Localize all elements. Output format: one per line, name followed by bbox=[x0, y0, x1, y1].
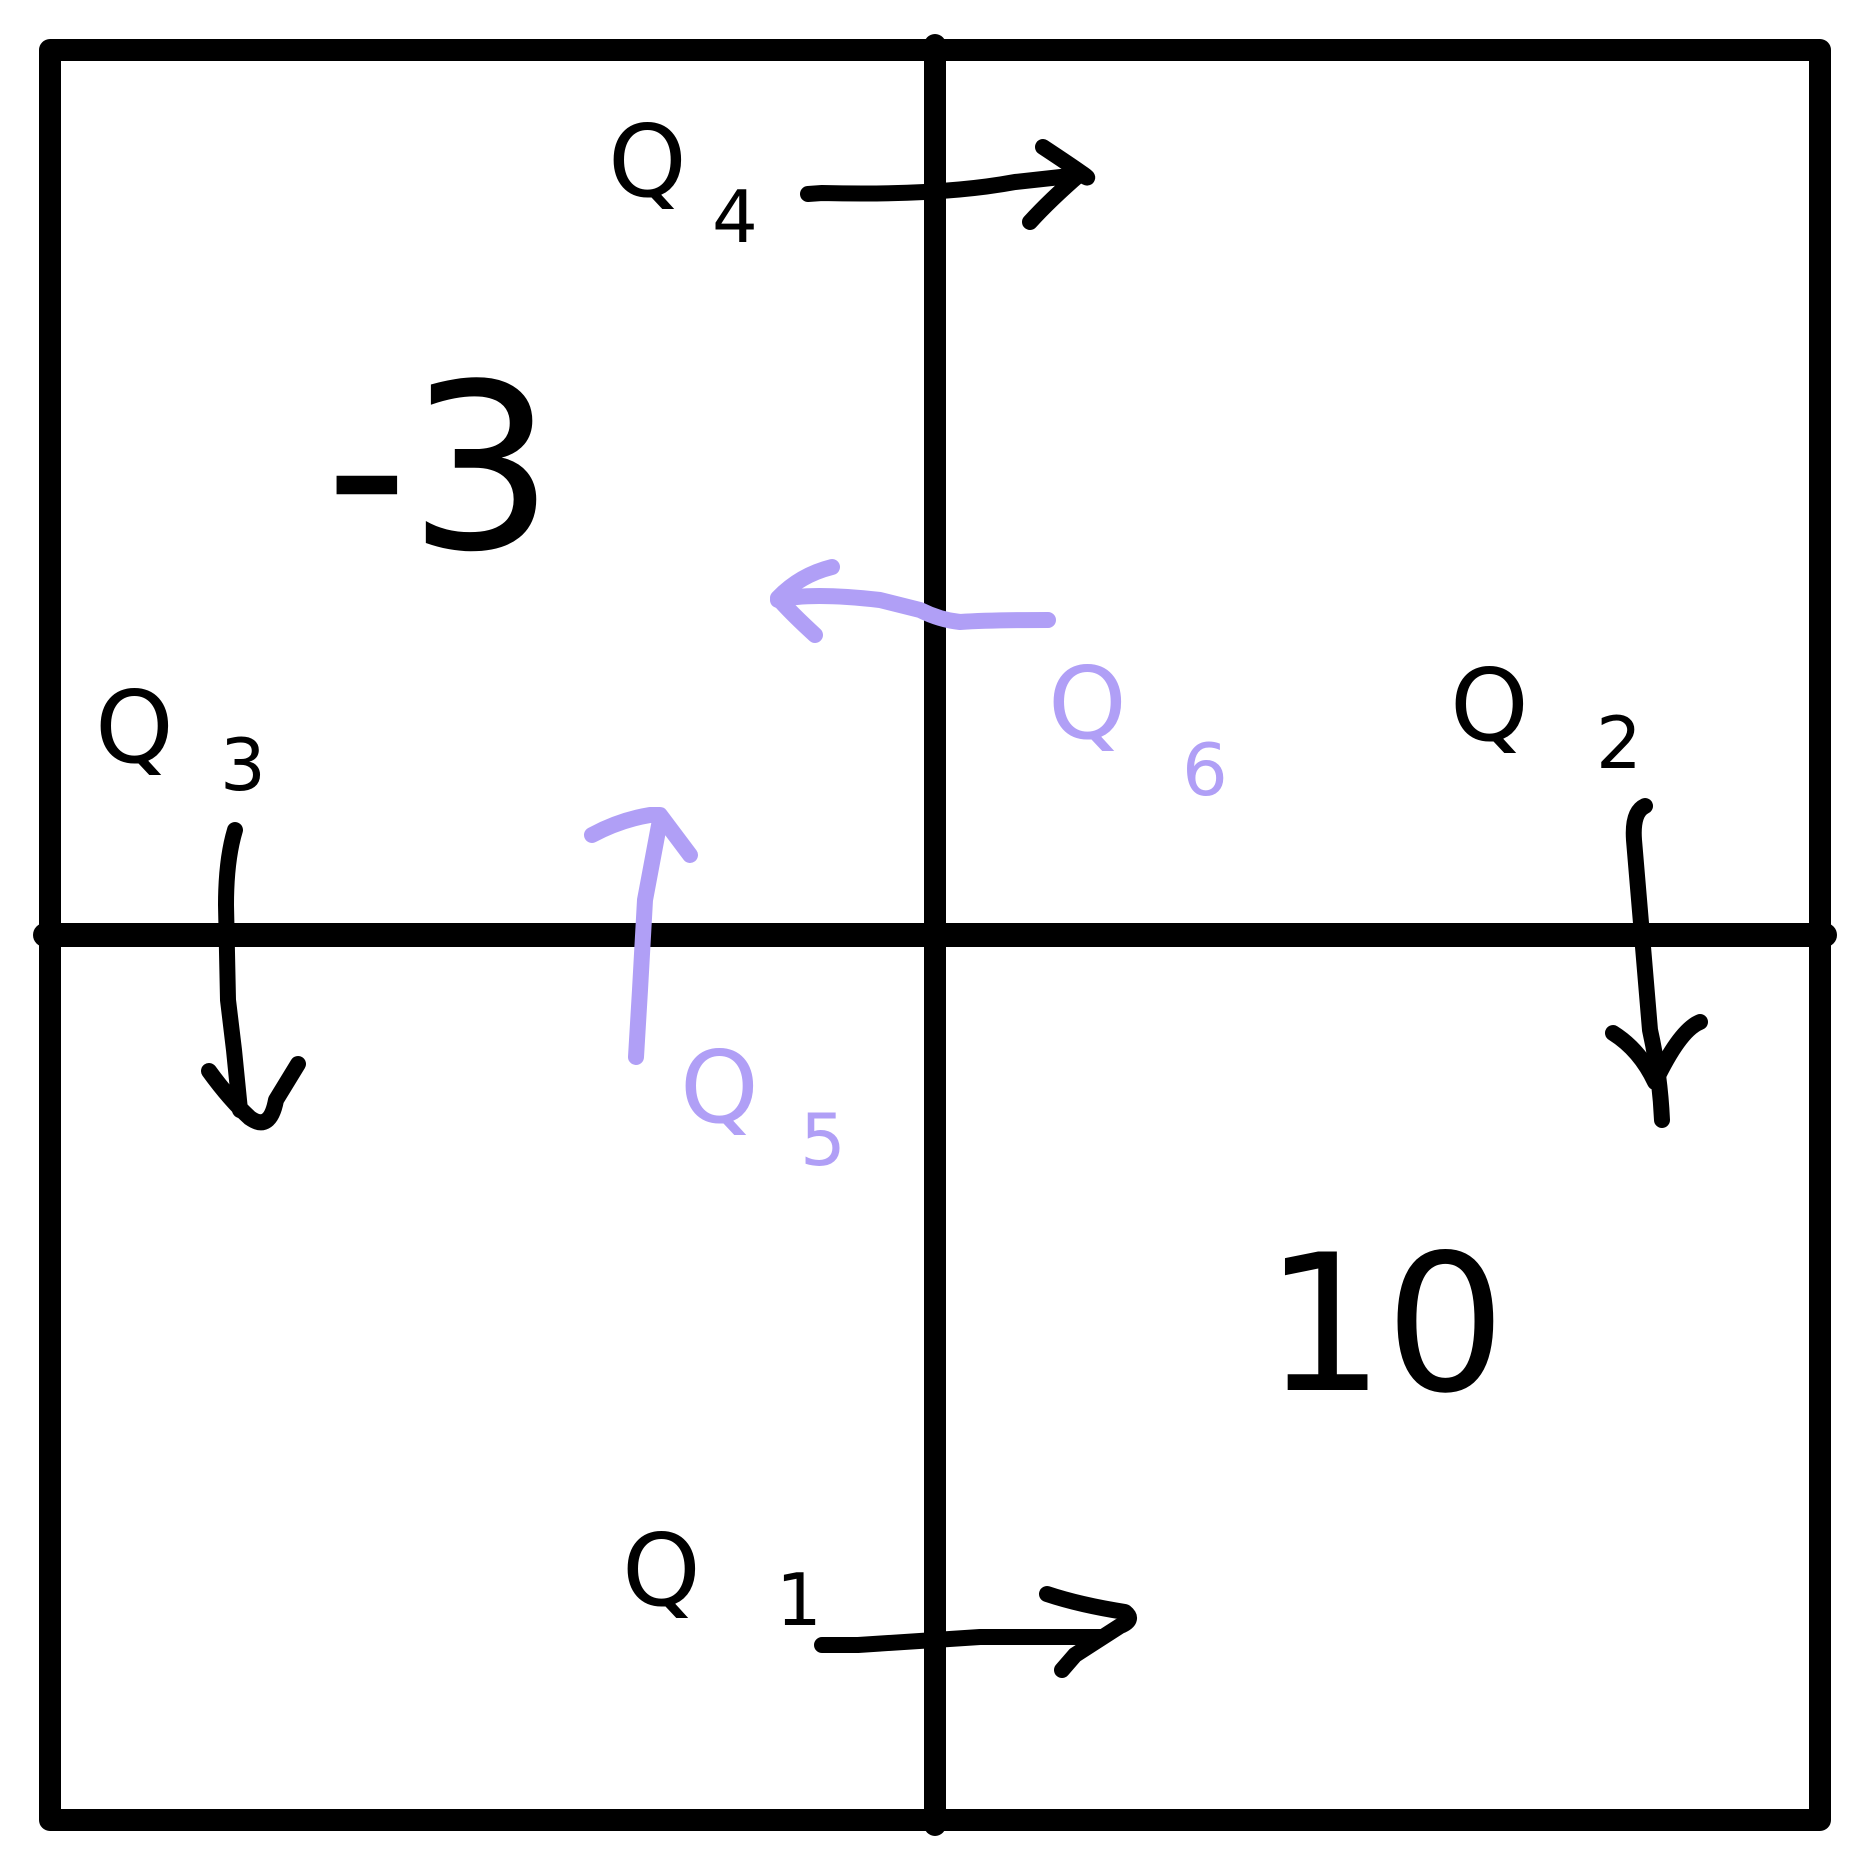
move-q4-label: Q 4 bbox=[608, 103, 758, 259]
move-q5-label: Q 5 bbox=[680, 1029, 846, 1182]
move-q6-label: Q 6 bbox=[1048, 645, 1228, 812]
move-q4-arrow bbox=[800, 139, 1096, 230]
move-q3-arrow bbox=[201, 822, 306, 1131]
cell-value-bottom-right: 10 bbox=[1264, 1214, 1506, 1435]
move-q5-subscript: 5 bbox=[800, 1098, 846, 1182]
move-q2-label: Q 2 bbox=[1450, 647, 1642, 785]
move-q4-subscript: 4 bbox=[712, 175, 758, 259]
move-q6-letter: Q bbox=[1048, 645, 1127, 762]
move-q1-arrow bbox=[814, 1586, 1137, 1678]
move-q4-letter: Q bbox=[608, 103, 687, 220]
move-q1-label: Q 1 bbox=[622, 1512, 822, 1642]
move-q3-label: Q 3 bbox=[95, 669, 266, 807]
move-q3-subscript: 3 bbox=[220, 723, 266, 807]
cell-value-top-left: -3 bbox=[325, 336, 554, 603]
move-q1-letter: Q bbox=[622, 1512, 701, 1629]
move-q5-arrow bbox=[584, 807, 698, 1065]
move-q6-arrow bbox=[770, 559, 1056, 643]
move-q2-arrow bbox=[1605, 798, 1708, 1128]
move-q5-letter: Q bbox=[680, 1029, 759, 1146]
move-q2-subscript: 2 bbox=[1596, 701, 1642, 785]
move-q1-subscript: 1 bbox=[776, 1558, 822, 1642]
move-q6-subscript: 6 bbox=[1182, 728, 1228, 812]
move-q2-letter: Q bbox=[1450, 647, 1529, 764]
move-q3-letter: Q bbox=[95, 669, 174, 786]
